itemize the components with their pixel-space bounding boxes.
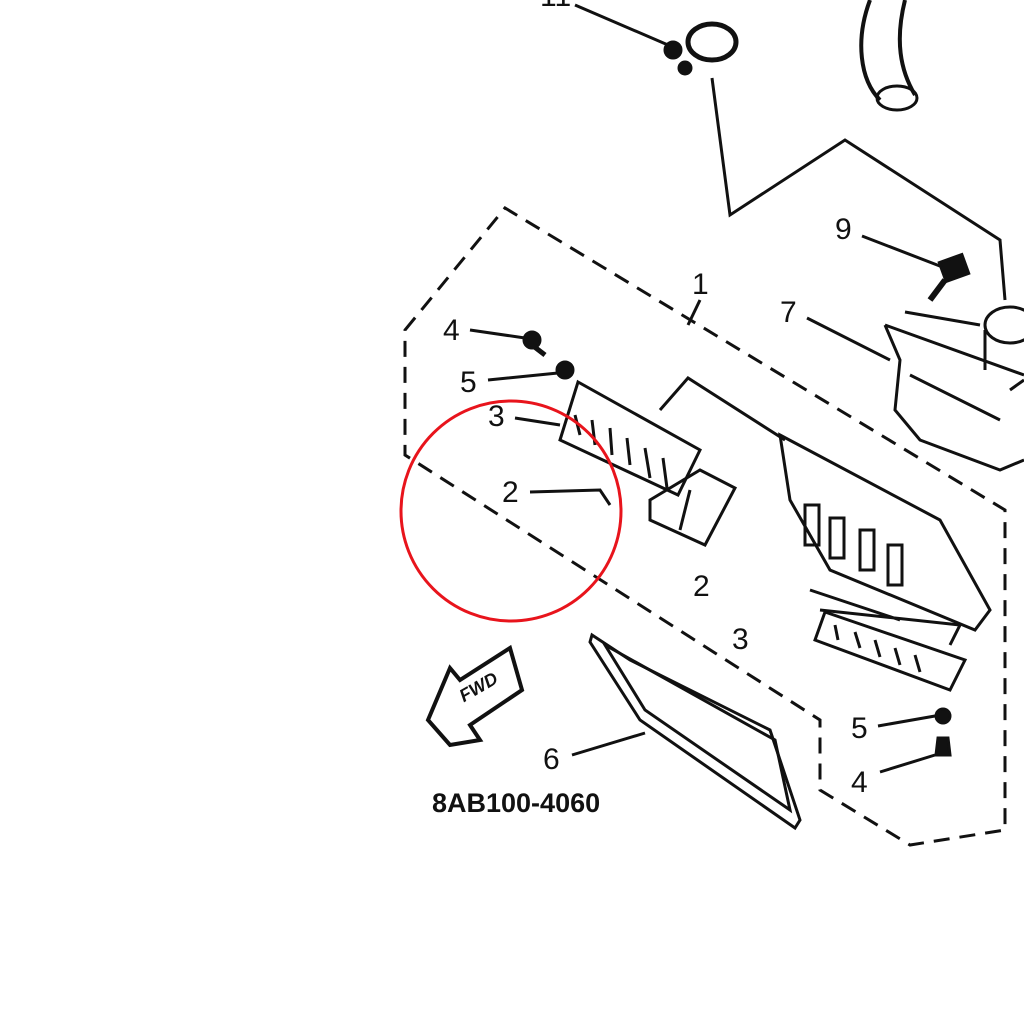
fwd-arrow <box>425 644 525 748</box>
callout-6: 6 <box>543 743 560 776</box>
callout-7: 7 <box>780 296 797 329</box>
callout-9: 9 <box>835 213 852 246</box>
callout-5-left: 5 <box>460 366 477 399</box>
reed-petal-left <box>558 379 702 497</box>
callout-4-right: 4 <box>851 766 868 799</box>
callout-1: 1 <box>692 268 709 301</box>
callout-2-left: 2 <box>502 476 519 509</box>
callout-2-right: 2 <box>693 570 710 603</box>
highlight-circle <box>399 399 623 623</box>
reed-block-right <box>778 432 992 632</box>
assembly-outline <box>403 206 1007 847</box>
reed-petal-right <box>813 610 968 692</box>
callout-4-left: 4 <box>443 314 460 347</box>
hose <box>859 0 917 102</box>
part-code: 8AB100-4060 <box>432 788 601 818</box>
callout-11: 11 <box>540 0 571 12</box>
gasket <box>588 632 802 831</box>
callout-5-right: 5 <box>851 712 868 745</box>
callout-3-right: 3 <box>732 623 749 656</box>
intake-manifold <box>883 323 1024 472</box>
callout-3-left: 3 <box>488 400 505 433</box>
clamp <box>685 21 739 63</box>
